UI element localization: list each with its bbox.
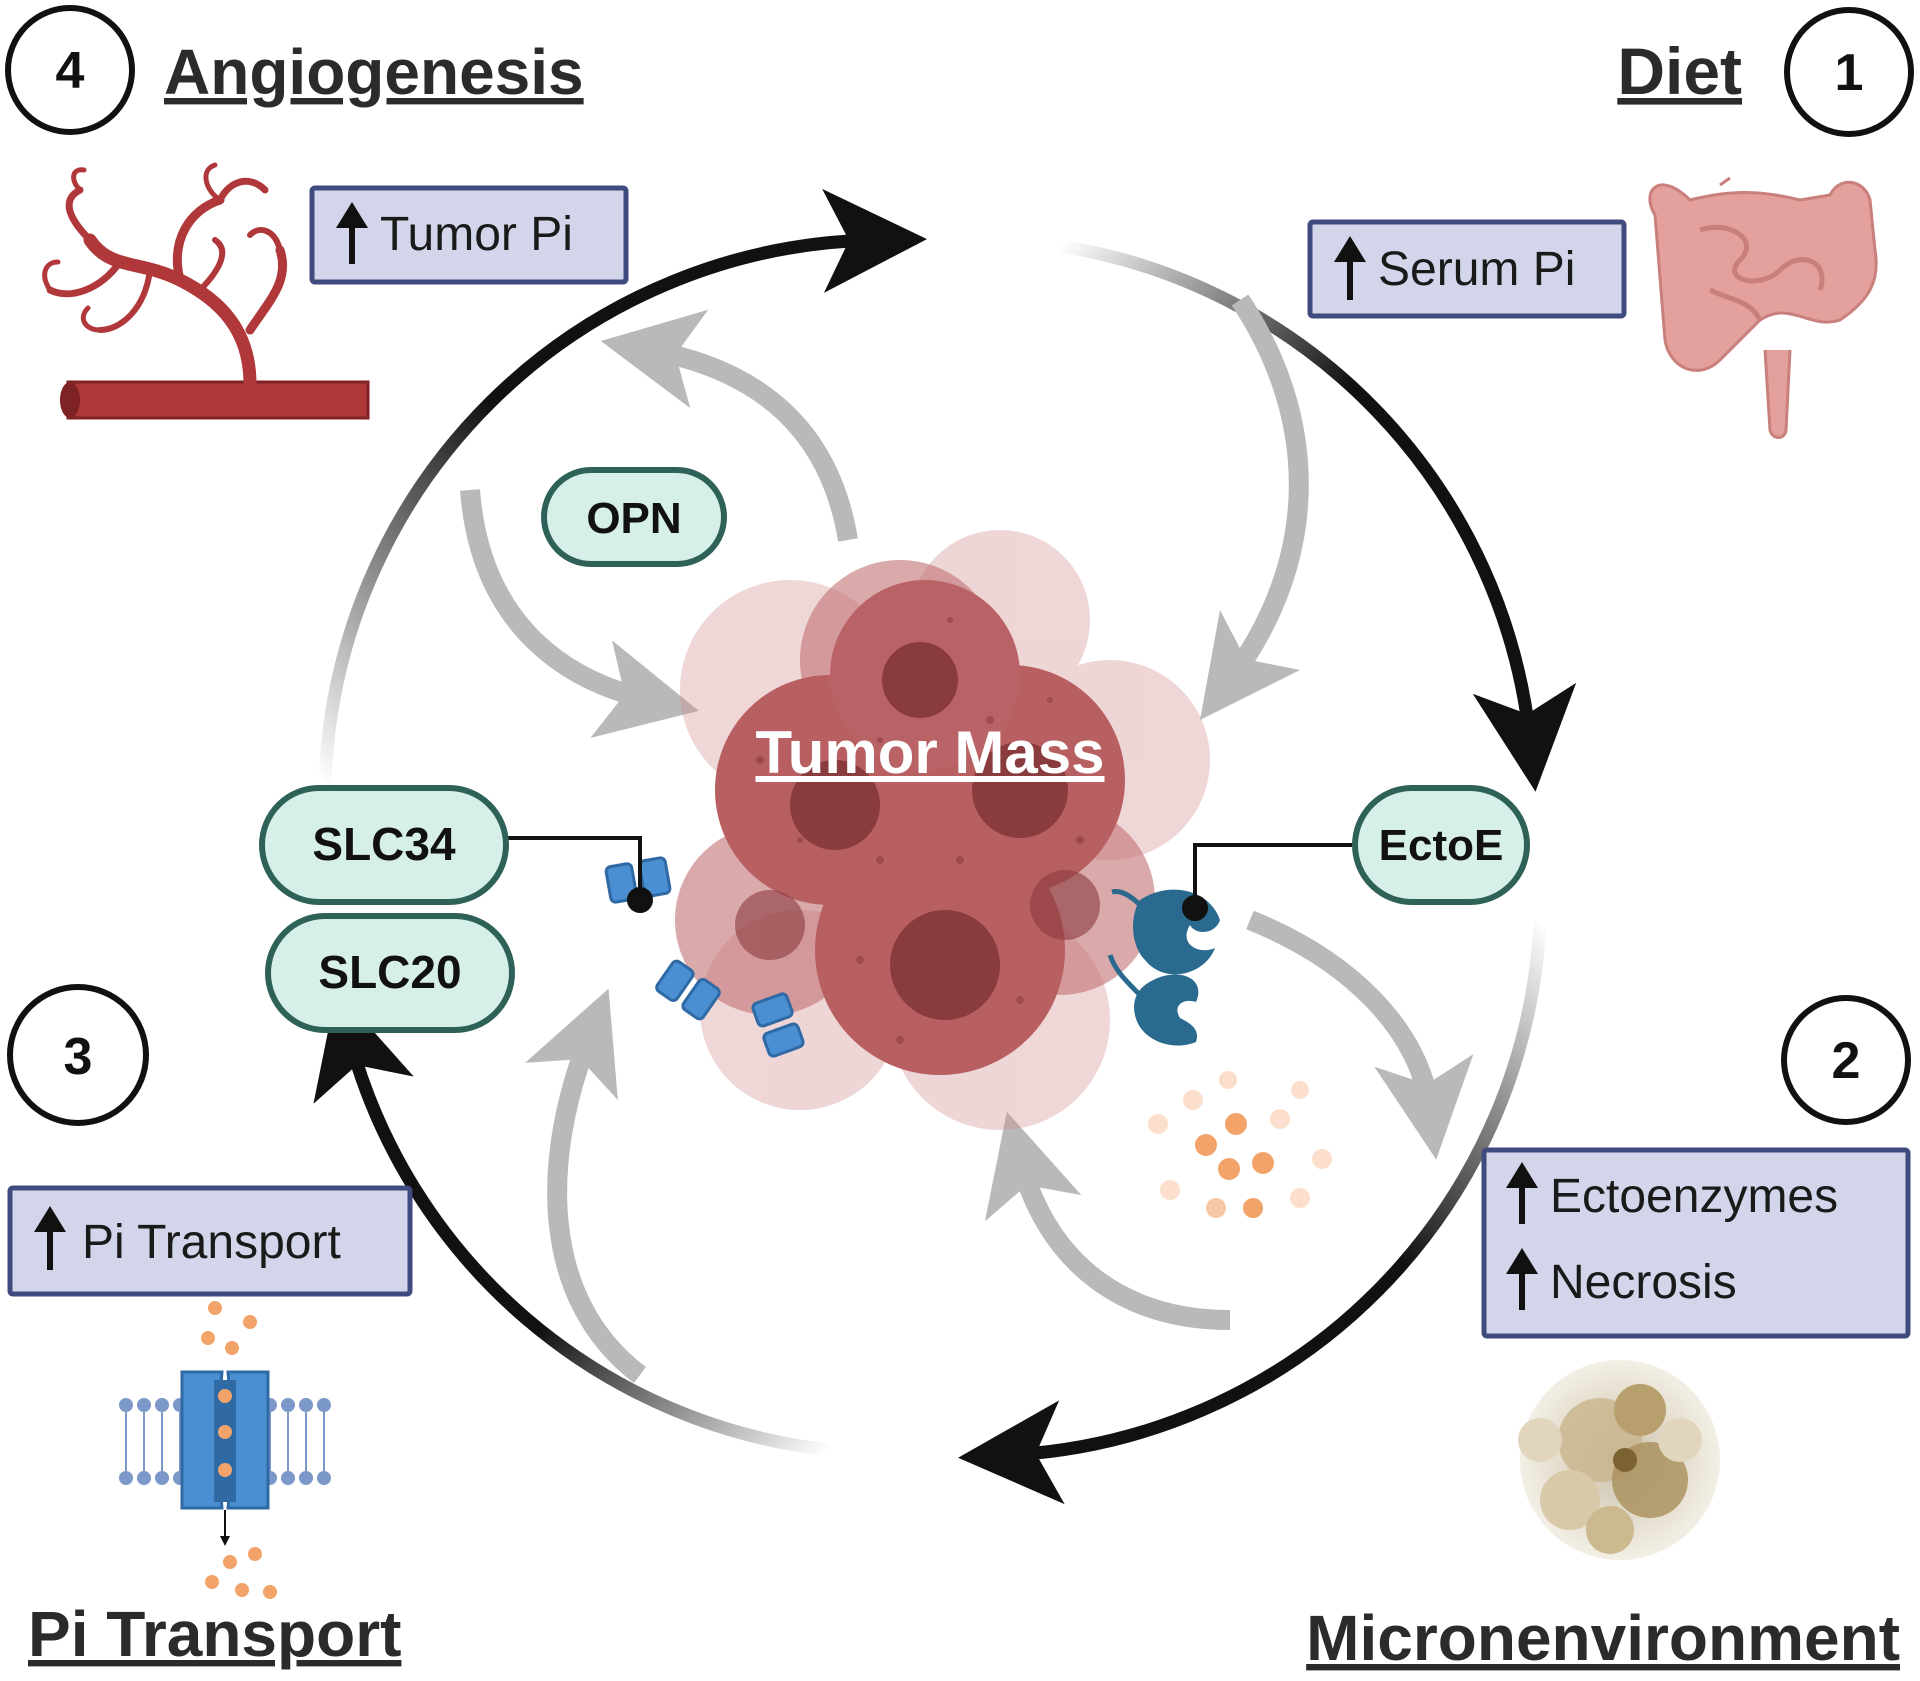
corner-micro: 2 Ectoenzymes Necrosis Micr (1306, 995, 1911, 1674)
angio-box: Tumor Pi (309, 185, 629, 285)
pill-opn-label: OPN (586, 494, 681, 543)
ectoe-connector (1193, 843, 1355, 908)
pill-slc34-label: SLC34 (312, 818, 456, 870)
up-arrow-icon (1506, 1248, 1538, 1310)
step-number: 3 (64, 1028, 93, 1086)
intestine-icon (1648, 176, 1878, 439)
corner-angio: 4 Angiogenesis Tumor Pi (5, 5, 629, 420)
step-number-badge (7, 984, 149, 1126)
feedback-arrow-bottom-right-out (1246, 910, 1474, 1160)
transport-title: Pi Transport (28, 1598, 401, 1670)
step-number: 4 (56, 42, 85, 100)
micro-title: Micronenvironment (1306, 1602, 1900, 1674)
transport-box-line: Pi Transport (82, 1216, 341, 1269)
diet-box: Serum Pi (1307, 219, 1627, 319)
diet-box-line: Serum Pi (1378, 243, 1575, 296)
feedback-arrow-top-left-in (460, 489, 699, 738)
angio-box-line: Tumor Pi (380, 208, 573, 261)
transport-box: Pi Transport (7, 1185, 413, 1297)
diet-title: Diet (1617, 34, 1742, 108)
cycle-arrow-bottom-right (958, 919, 1547, 1505)
tumor-mass-label: Tumor Mass (756, 719, 1105, 786)
angio-title: Angiogenesis (164, 36, 584, 108)
pill-slc20: SLC20 (265, 913, 515, 1033)
cycle-arrows (313, 188, 1577, 1505)
pill-ectoe-label: EctoE (1379, 821, 1504, 870)
pill-opn: OPN (541, 467, 727, 567)
corner-transport: 3 Pi Transport (7, 984, 413, 1670)
step-number-badge (1784, 7, 1914, 137)
step-number: 2 (1832, 1032, 1861, 1090)
slc34-connector (508, 836, 642, 900)
pill-slc34: SLC34 (259, 785, 509, 905)
micro-box-line-2: Necrosis (1550, 1256, 1737, 1309)
step-number-badge (1781, 995, 1911, 1125)
up-arrow-icon (336, 202, 368, 264)
cycle-arrow-top-left (318, 188, 927, 786)
cycle-arrow-top-right (1058, 239, 1577, 792)
ectoenzyme-icon (1107, 889, 1220, 1046)
phosphate-particle-icon (1148, 1071, 1332, 1218)
pill-ectoe: EctoE (1352, 785, 1530, 905)
corner-diet: 1 Diet Serum Pi (1307, 7, 1914, 439)
cycle-arrow-bottom-left (313, 989, 831, 1457)
necrosis-icon (1518, 1360, 1720, 1560)
feedback-arrow-bottom-left-in (525, 988, 647, 1383)
feedback-arrow-top-left-out (600, 309, 858, 542)
up-arrow-icon (1506, 1162, 1538, 1224)
step-number: 1 (1835, 44, 1864, 102)
micro-box-line-1: Ectoenzymes (1550, 1170, 1838, 1223)
transporter-icon (604, 856, 805, 1058)
blood-vessel-icon (42, 162, 370, 420)
feedback-arrow-bottom-right-in (984, 1111, 1231, 1330)
membrane-transporter-icon (119, 1301, 331, 1599)
up-arrow-icon (34, 1206, 66, 1270)
feedback-arrows (460, 294, 1474, 1383)
tumor-mass-illustration: Tumor Mass (675, 530, 1210, 1130)
micro-box: Ectoenzymes Necrosis (1481, 1147, 1911, 1339)
step-number-badge (5, 5, 135, 135)
feedback-arrow-top-right-in (1200, 294, 1309, 721)
connector-lines (508, 836, 1355, 921)
pill-slc20-label: SLC20 (318, 946, 461, 998)
up-arrow-icon (1334, 236, 1366, 300)
